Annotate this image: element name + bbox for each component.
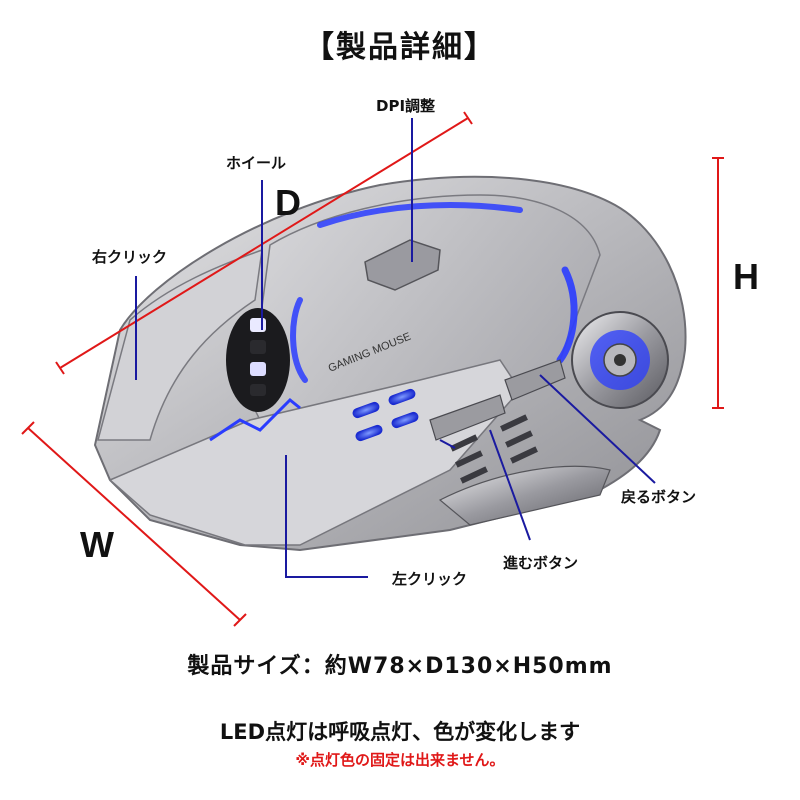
height-label: H bbox=[733, 256, 759, 297]
left-click-label: 左クリック bbox=[392, 570, 468, 588]
page-title: 【製品詳細】 bbox=[304, 30, 496, 65]
wheel-label: ホイール bbox=[226, 154, 287, 172]
width-dimension-line bbox=[27, 427, 241, 621]
led-strip-side bbox=[556, 266, 578, 364]
right-click-label: 右クリック bbox=[92, 248, 168, 266]
right-button-shell bbox=[97, 248, 263, 441]
callout-lines bbox=[135, 118, 656, 578]
dpi-label: DPI調整 bbox=[376, 97, 436, 115]
zigzag-decoration bbox=[209, 397, 301, 442]
forward-button bbox=[429, 394, 506, 441]
led-description: LED点灯は呼吸点灯、色が変化します bbox=[219, 720, 581, 744]
dimension-lines bbox=[21, 111, 724, 627]
led-strip-wheel bbox=[290, 297, 308, 383]
scroll-wheel bbox=[226, 308, 290, 412]
back-callout-line bbox=[539, 374, 656, 484]
led-pads bbox=[352, 388, 419, 442]
dpi-button bbox=[364, 239, 441, 291]
forward-button-label: 進むボタン bbox=[503, 554, 579, 572]
color-note: ※点灯色の固定は出来ません。 bbox=[295, 751, 505, 769]
back-button bbox=[504, 359, 566, 401]
back-button-label: 戻るボタン bbox=[621, 488, 697, 506]
forward-callout-line bbox=[489, 429, 531, 541]
led-strip-top bbox=[317, 202, 523, 228]
side-vents bbox=[450, 414, 538, 484]
depth-label: D bbox=[275, 182, 301, 223]
gear-ornament bbox=[571, 311, 669, 409]
depth-dimension-line bbox=[59, 117, 469, 369]
chrome-base bbox=[438, 465, 611, 526]
width-label: W bbox=[80, 524, 114, 565]
top-plate bbox=[249, 194, 601, 461]
left-button-shell bbox=[108, 359, 521, 546]
product-size-text: 製品サイズ：約W78×D130×H50mm bbox=[187, 654, 613, 679]
left-click-callout-line bbox=[285, 455, 368, 578]
